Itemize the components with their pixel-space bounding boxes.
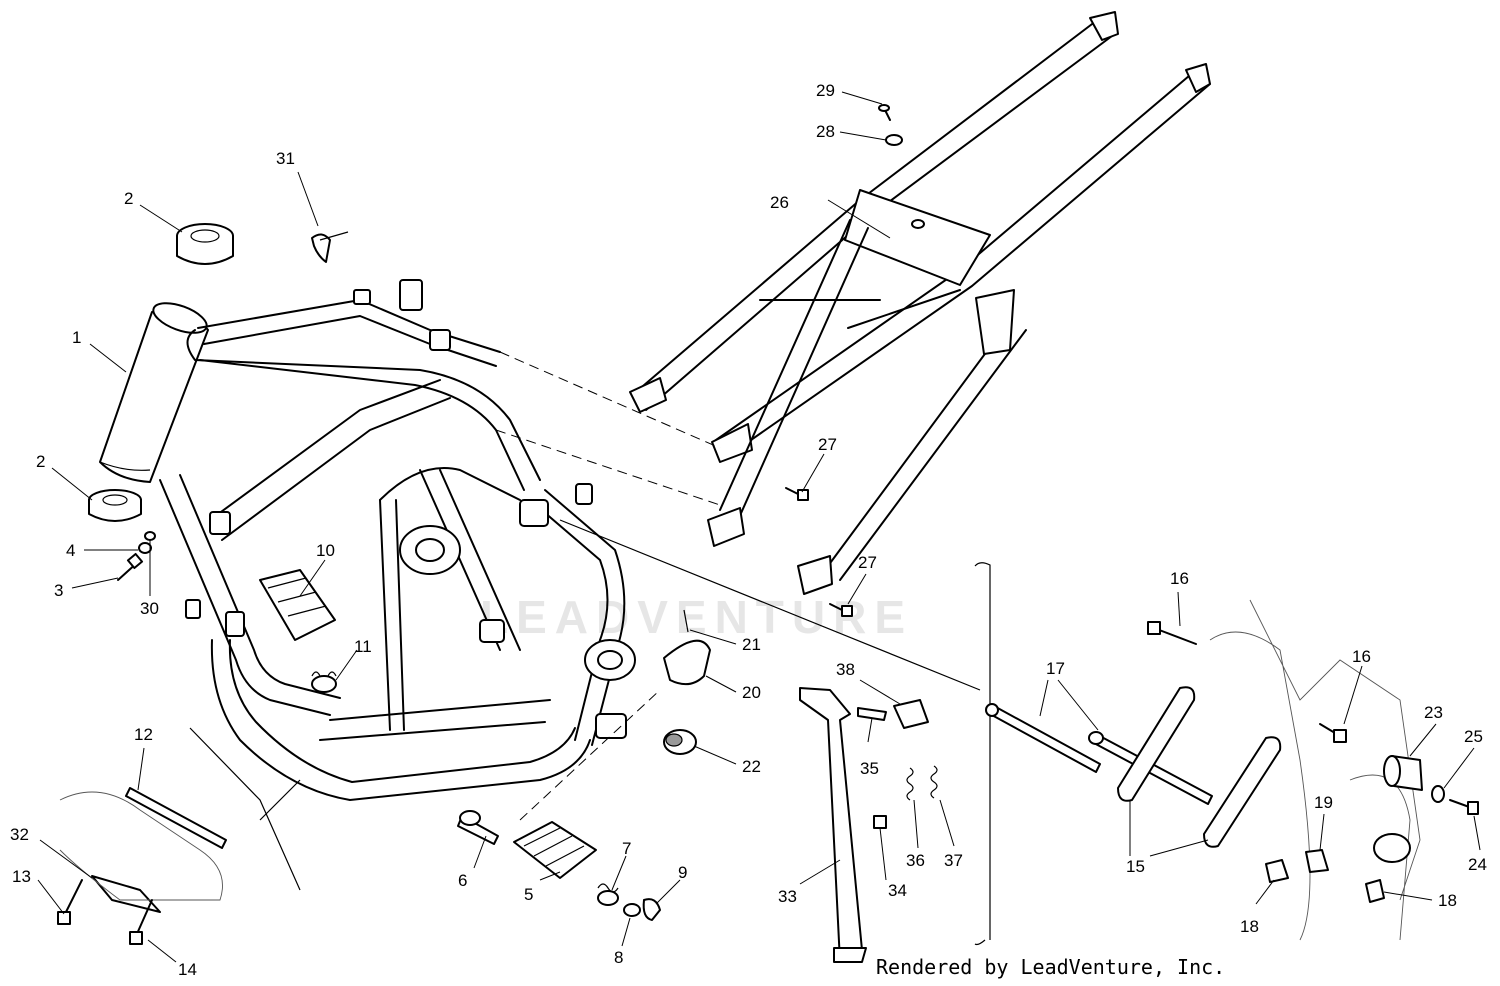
callout-9[interactable]: 9 <box>678 863 687 882</box>
detail-pointer-line <box>559 519 981 691</box>
callout-37[interactable]: 37 <box>944 851 963 870</box>
callout-labels: 1 2 2 3 4 5 6 7 8 9 10 11 12 13 14 15 16… <box>10 81 1487 979</box>
callout-4[interactable]: 4 <box>66 541 75 560</box>
callout-31[interactable]: 31 <box>276 149 295 168</box>
callout-23[interactable]: 23 <box>1424 703 1443 722</box>
callout-1[interactable]: 1 <box>72 328 81 347</box>
callout-10[interactable]: 10 <box>316 541 335 560</box>
callout-18-left[interactable]: 18 <box>1240 917 1259 936</box>
callout-14[interactable]: 14 <box>178 960 197 979</box>
detail-bracket <box>974 562 991 940</box>
washer-28[interactable] <box>885 134 903 146</box>
callout-11[interactable]: 11 <box>354 637 372 656</box>
stud-35[interactable] <box>857 707 887 721</box>
clamp-20[interactable] <box>663 639 711 686</box>
callout-27-upper[interactable]: 27 <box>818 435 837 454</box>
callout-34[interactable]: 34 <box>888 881 907 900</box>
washer-25[interactable] <box>1431 785 1445 803</box>
bolt-34[interactable] <box>873 815 887 829</box>
nut-18-right[interactable] <box>1365 879 1385 903</box>
frame-ghost-lower-left <box>59 791 223 901</box>
spacer-30[interactable] <box>144 531 156 541</box>
callout-16-upper[interactable]: 16 <box>1170 569 1189 588</box>
bolt-16-lower[interactable] <box>1319 723 1347 743</box>
callout-16-lower[interactable]: 16 <box>1352 647 1371 666</box>
callout-24[interactable]: 24 <box>1468 855 1487 874</box>
bracket-38[interactable] <box>893 699 929 729</box>
spacer-19[interactable] <box>1305 849 1329 873</box>
bolt-24[interactable] <box>1449 799 1479 815</box>
callout-30[interactable]: 30 <box>140 599 159 618</box>
render-credit: Rendered by LeadVenture, Inc. <box>876 955 1226 979</box>
callout-26[interactable]: 26 <box>770 193 789 212</box>
callout-3[interactable]: 3 <box>54 581 63 600</box>
callout-20[interactable]: 20 <box>742 683 761 702</box>
leader-lines <box>37 91 1481 963</box>
callout-18-right[interactable]: 18 <box>1438 891 1457 910</box>
bracket-32[interactable] <box>91 875 161 913</box>
callout-38[interactable]: 38 <box>836 660 855 679</box>
alignment-line <box>495 429 721 506</box>
screw-21[interactable] <box>683 609 689 633</box>
steering-head-tube <box>99 302 209 483</box>
spring-11[interactable] <box>311 671 337 693</box>
callout-6[interactable]: 6 <box>458 871 467 890</box>
plate-12[interactable] <box>125 787 227 849</box>
callout-2-lower[interactable]: 2 <box>36 452 45 471</box>
spring-7[interactable] <box>597 883 619 906</box>
bushing-23[interactable] <box>1383 755 1423 791</box>
spring-36[interactable] <box>906 767 914 801</box>
main-frame[interactable] <box>99 279 636 801</box>
bolt-27-lower[interactable] <box>829 603 853 617</box>
screw-29[interactable] <box>878 104 891 121</box>
callout-22[interactable]: 22 <box>742 757 761 776</box>
callout-17[interactable]: 17 <box>1046 659 1065 678</box>
callout-13[interactable]: 13 <box>12 867 31 886</box>
clip-9[interactable] <box>642 898 661 921</box>
callout-19[interactable]: 19 <box>1314 793 1333 812</box>
link-15-upper[interactable] <box>1117 686 1196 802</box>
washer-4[interactable] <box>138 542 152 554</box>
callout-25[interactable]: 25 <box>1464 727 1483 746</box>
detail-bracket-left <box>189 727 301 891</box>
cable-clip-31[interactable] <box>311 231 349 263</box>
callout-2-upper[interactable]: 2 <box>124 189 133 208</box>
alignment-line <box>499 351 721 449</box>
plug-22[interactable] <box>663 729 697 755</box>
callout-5[interactable]: 5 <box>524 885 533 904</box>
bolt-16-upper[interactable] <box>1147 621 1197 645</box>
footpeg-10[interactable] <box>259 569 336 641</box>
footpeg-5[interactable] <box>513 821 597 879</box>
link-15-lower[interactable] <box>1203 736 1282 848</box>
sidestand-33[interactable] <box>799 687 867 963</box>
pivot-boss-detail <box>1373 833 1411 863</box>
callout-8[interactable]: 8 <box>614 948 623 967</box>
bolt-27-upper[interactable] <box>785 487 809 501</box>
rear-subframe[interactable] <box>629 11 1211 595</box>
callout-12[interactable]: 12 <box>134 725 153 744</box>
callout-35[interactable]: 35 <box>860 759 879 778</box>
callout-33[interactable]: 33 <box>778 887 797 906</box>
callout-15[interactable]: 15 <box>1126 857 1145 876</box>
callout-21[interactable]: 21 <box>742 635 761 654</box>
callout-32[interactable]: 32 <box>10 825 29 844</box>
bolt-14[interactable] <box>129 899 153 945</box>
callout-7[interactable]: 7 <box>622 839 631 858</box>
callout-27-lower[interactable]: 27 <box>858 553 877 572</box>
nut-18-left[interactable] <box>1265 859 1289 883</box>
alignment-line <box>519 689 661 821</box>
steering-bearing-upper[interactable] <box>176 223 234 265</box>
bolt-13[interactable] <box>57 879 83 925</box>
bolt-3[interactable] <box>117 552 144 581</box>
callout-36[interactable]: 36 <box>906 851 925 870</box>
callout-28[interactable]: 28 <box>816 122 835 141</box>
washer-8[interactable] <box>623 903 641 917</box>
callout-29[interactable]: 29 <box>816 81 835 100</box>
steering-bearing-lower[interactable] <box>88 489 142 522</box>
spring-37[interactable] <box>930 765 938 799</box>
footpeg-pin-6[interactable] <box>457 810 499 845</box>
